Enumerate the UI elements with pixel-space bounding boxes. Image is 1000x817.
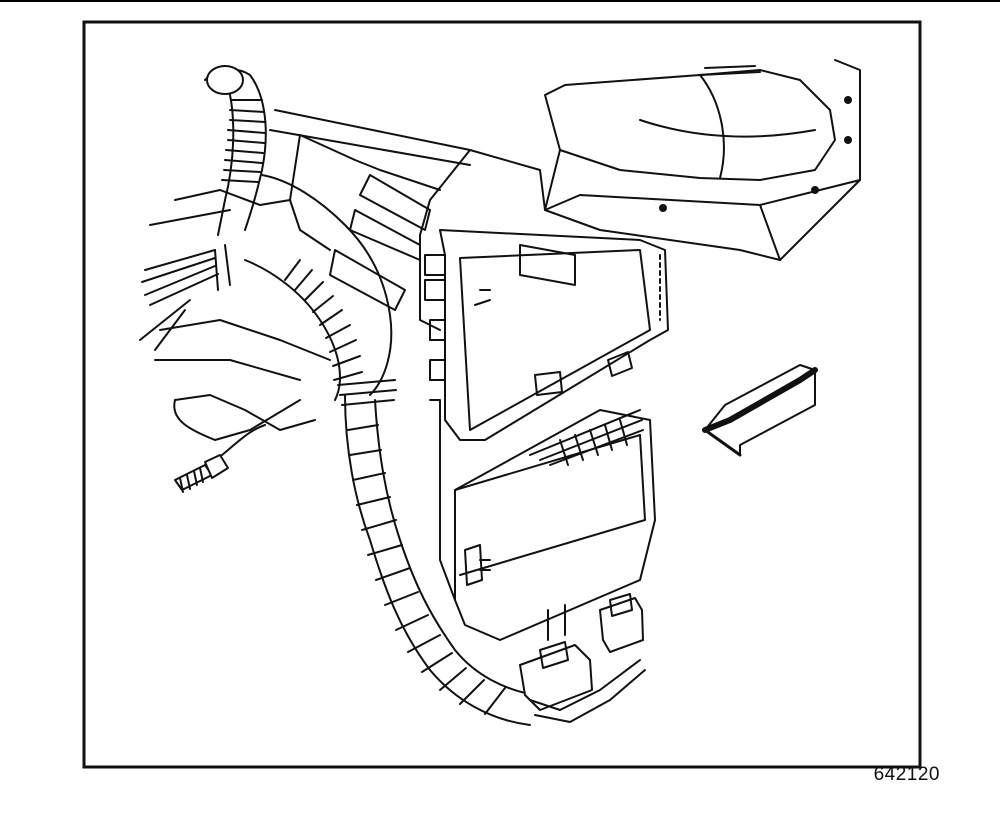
duct-bracket: [544, 59, 861, 261]
dash-structure: [149, 109, 546, 441]
bolt: [174, 424, 266, 493]
harness-wrapped-lower: [337, 379, 536, 726]
control-module-lower: [429, 399, 656, 641]
control-module-upper: [424, 229, 669, 441]
figure-number: 642120: [873, 764, 940, 785]
connector-plugs: [519, 593, 646, 723]
harness-conduit: [204, 65, 393, 401]
wire-bundle-left: [139, 244, 231, 351]
view-arrow: [702, 364, 818, 457]
top-rule: [0, 0, 1000, 2]
figure-frame: [82, 20, 922, 769]
